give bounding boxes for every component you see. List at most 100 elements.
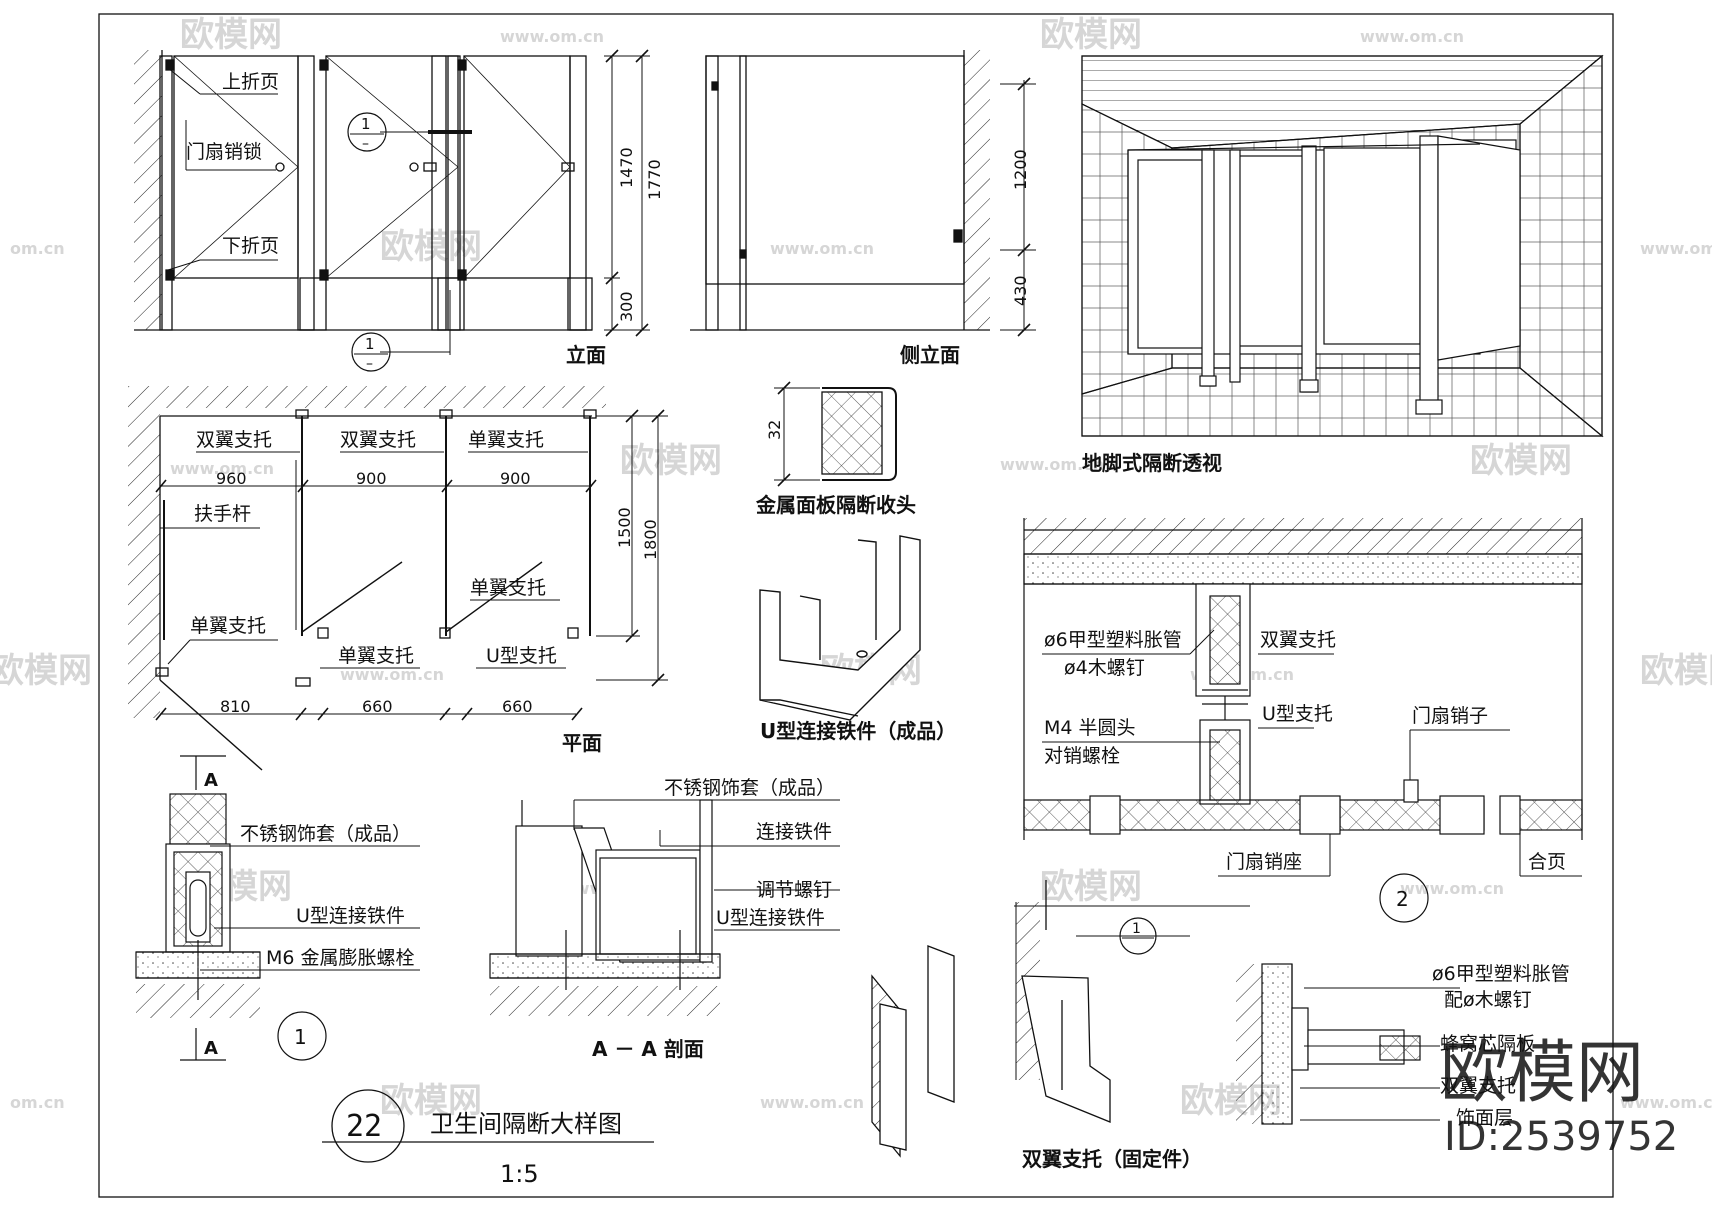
label-double-wing: 双翼支托 (196, 429, 272, 451)
callout-number: 2 (1396, 887, 1409, 911)
watermark-url: www.om.cn (760, 1093, 864, 1112)
drawing-number: 22 (346, 1109, 382, 1144)
section-aa-drawing (489, 799, 840, 1016)
detail-1-drawing (135, 755, 420, 1061)
dim-1200: 1200 (1011, 149, 1030, 190)
dim-32: 32 (765, 420, 784, 440)
section-mark-a: A (204, 770, 218, 791)
watermark-url: www.om.cn (170, 459, 274, 478)
section-mark-a: A (204, 1038, 218, 1059)
callout-circle (1119, 917, 1157, 955)
label-double-wing: 双翼支托 (1260, 629, 1336, 651)
watermark-brand: 欧模网 (180, 15, 282, 55)
watermark-brand: 欧模网 (380, 1081, 482, 1121)
panel-edge-detail (774, 381, 897, 487)
label-sleeve: 不锈钢饰套（成品） (240, 823, 411, 845)
label-u-support: U型支托 (1262, 703, 1333, 725)
label-u-connector: U型连接铁件 (716, 907, 825, 929)
callout-circle (351, 332, 391, 372)
label-core-panel: 蜂窝芯隔板 (1440, 1033, 1535, 1055)
callout-circle (1379, 873, 1429, 923)
watermark-url: www.om.cn (1640, 239, 1712, 258)
watermark-brand: 欧模网 (1040, 867, 1142, 907)
watermark-url: www.om.cn (1000, 455, 1104, 474)
watermark-logo-text: 欧模网 (1440, 1034, 1644, 1113)
watermark-url: www.om.cn (1400, 879, 1504, 898)
watermark-url: www.om.cn (1620, 1093, 1712, 1112)
label-handrail: 扶手杆 (194, 503, 251, 525)
label-single-wing: 单翼支托 (468, 429, 544, 451)
dim-960: 960 (216, 469, 247, 488)
callout-number: 1 (365, 335, 375, 353)
label-bolt: M6 金属膨胀螺栓 (266, 947, 415, 969)
drawing-scale: 1:5 (500, 1160, 539, 1188)
svg-text:–: – (366, 356, 373, 372)
label-single-wing: 单翼支托 (338, 645, 414, 667)
label-connector: 连接铁件 (756, 821, 832, 843)
dim-1470: 1470 (617, 147, 636, 188)
panel-edge-title: 金属面板隔断收头 (755, 493, 916, 517)
watermark-brand: 欧模网 (1470, 441, 1572, 481)
watermark-brand: 欧模网 (1040, 15, 1142, 55)
plan-view (128, 386, 668, 771)
u-connector-title: U型连接铁件（成品） (760, 719, 956, 743)
dim-810: 810 (220, 697, 251, 716)
watermark-url: www.om.cn (500, 27, 604, 46)
label-door-pin: 门扇销子 (1412, 705, 1488, 727)
label-u-support: U型支托 (486, 645, 557, 667)
callout-number: 1 (1132, 921, 1141, 937)
watermark-url: www.om.cn (340, 665, 444, 684)
side-elevation-view (690, 50, 1036, 337)
label-anchor: ø6甲型塑料胀管 (1044, 629, 1182, 651)
label-finish-layer: 饰面层 (1456, 1107, 1513, 1129)
svg-text:–: – (362, 136, 369, 152)
dim-300: 300 (617, 291, 636, 322)
label-anchor: ø6甲型塑料胀管 (1432, 963, 1570, 985)
watermark-brand: 欧模网 (0, 651, 92, 691)
label-hinge: 合页 (1528, 851, 1566, 873)
label-upper-hinge: 上折页 (222, 71, 279, 93)
u-connector-drawing (759, 535, 921, 721)
watermark-short-url: om.cn (10, 1093, 65, 1112)
label-lower-hinge: 下折页 (222, 235, 279, 257)
label-pin-seat: 门扇销座 (1226, 851, 1302, 873)
callout-number: 1 (361, 115, 371, 133)
callout-circle (347, 112, 387, 152)
label-screw: ø4木螺钉 (1064, 657, 1145, 679)
dim-660: 660 (362, 697, 393, 716)
label-sleeve: 不锈钢饰套（成品） (664, 777, 835, 799)
label-bolt-1: M4 半圆头 (1044, 717, 1136, 739)
watermark-id: ID:2539752 (1444, 1114, 1678, 1160)
label-single-wing: 单翼支托 (190, 615, 266, 637)
watermark-short-url: om.cn (10, 239, 65, 258)
label-adjust-screw: 调节螺钉 (756, 879, 832, 901)
watermark-url: www.om.cn (770, 239, 874, 258)
wall-detail-drawing (1236, 963, 1460, 1125)
bracket-title: 双翼支托（固定件） (1022, 1147, 1202, 1171)
detail-2-drawing (1023, 518, 1583, 877)
elevation-view (134, 49, 650, 355)
watermark-url: www.om.cn (1360, 27, 1464, 46)
label-u-connector: U型连接铁件 (296, 905, 405, 927)
dim-1500: 1500 (615, 507, 634, 548)
dim-430: 430 (1011, 275, 1030, 306)
title-block (322, 1089, 654, 1163)
label-screw: 配ø木螺钉 (1444, 989, 1532, 1011)
bracket-drawing (871, 880, 1250, 1158)
side-elevation-title: 侧立面 (900, 343, 960, 367)
dim-660: 660 (502, 697, 533, 716)
dim-900: 900 (356, 469, 387, 488)
perspective-view (1081, 54, 1604, 438)
watermark-brand: 欧模网 (380, 227, 482, 267)
label-single-wing: 单翼支托 (470, 577, 546, 599)
plan-title: 平面 (562, 731, 602, 755)
watermark-brand: 欧模网 (620, 441, 722, 481)
label-bolt-2: 对销螺栓 (1044, 745, 1120, 767)
label-double-wing: 双翼支托 (340, 429, 416, 451)
dim-900: 900 (500, 469, 531, 488)
perspective-title: 地脚式隔断透视 (1082, 451, 1222, 475)
label-door-lock: 门扇销锁 (186, 141, 262, 163)
callout-number: 1 (294, 1025, 307, 1049)
watermark-brand: 欧模网 (1640, 651, 1712, 691)
